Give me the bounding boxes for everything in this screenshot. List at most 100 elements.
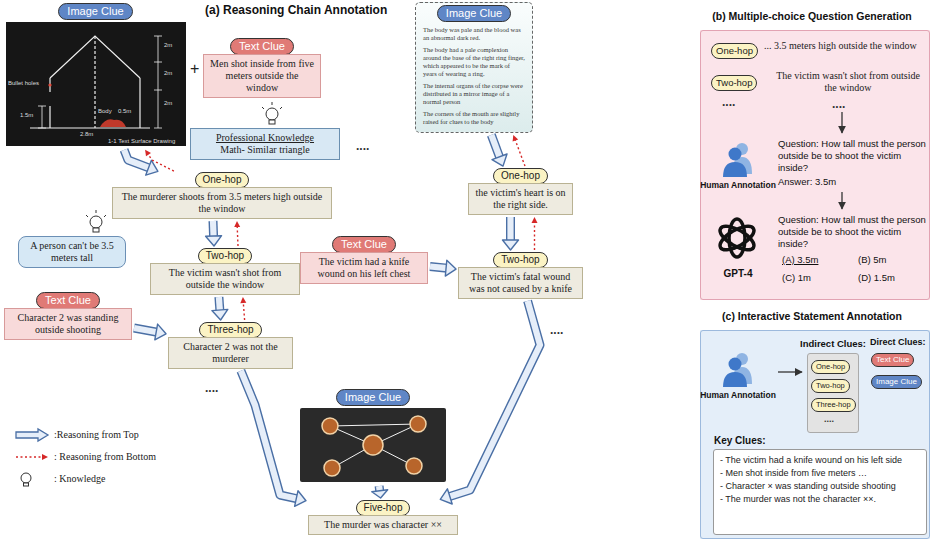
key-line: - The victim had a knife wound on his le… — [720, 454, 920, 467]
bottom-up-arrow — [145, 150, 174, 171]
legend-sample — [21, 473, 31, 483]
hop-body: Character 2 was not the murderer — [168, 337, 293, 369]
top-down-arrow — [210, 221, 217, 237]
bottom-up-arrow — [532, 217, 538, 223]
ellipsis: .... — [722, 96, 735, 108]
gpt-logo — [717, 222, 758, 255]
hop-body: The murderer shoots from 3.5 meters high… — [112, 187, 332, 219]
knowledge-title: Professional Knowledge — [216, 132, 314, 144]
blackboard-map — [322, 418, 338, 434]
knowledge-bubble: A person can't be 3.5 meters tall — [18, 236, 126, 268]
part-label: Bullet holes — [8, 80, 39, 87]
blackboard-map — [410, 416, 426, 432]
key-line: - The murder was not the character ××. — [720, 493, 920, 506]
text-clue-pill: Text Clue — [871, 353, 914, 367]
top-down-arrow — [134, 328, 157, 332]
legend: :Reasoning from Top: Reasoning from Bott… — [14, 424, 156, 490]
hop-body: The victim's fatal wound was not caused … — [458, 267, 583, 299]
hop-pill: Three-hop — [811, 398, 856, 412]
bulb-icon — [262, 102, 282, 124]
top-down-arrow — [503, 240, 519, 250]
bulb-icon — [90, 216, 102, 228]
bulb-icon — [93, 228, 99, 232]
question: Question: How tall must the person outsi… — [778, 214, 926, 250]
key-line: - Character × was standing outside shoot… — [720, 480, 920, 493]
paper-text: The body was pale and the blood was an a… — [416, 26, 532, 42]
legend-sample — [14, 427, 50, 443]
legend-text: : Knowledge — [54, 473, 105, 485]
answer: Answer: 3.5m — [778, 176, 836, 188]
bottom-up-arrow — [234, 221, 240, 246]
bottom-up-arrow — [513, 135, 525, 166]
top-down-arrow — [372, 490, 388, 498]
crime-scene-drawing — [100, 119, 126, 127]
top-down-arrow — [503, 217, 519, 250]
hop-pill: Two-hop — [493, 252, 547, 268]
pill-label: One-hop — [716, 45, 753, 57]
top-down-arrow — [241, 371, 306, 507]
option: (A) 3.5m — [782, 254, 818, 266]
top-down-arrow — [212, 297, 228, 320]
top-down-arrow — [491, 135, 500, 158]
text-clue-body: Character 2 was standing outside shootin… — [4, 308, 132, 340]
text-clue: Text ClueThe victim had a knife wound on… — [300, 236, 428, 284]
group-heading: Direct Clues: — [870, 336, 926, 348]
crime-scene-drawing — [6, 22, 186, 146]
legend-sample — [14, 471, 50, 487]
bottom-up-arrow — [236, 226, 238, 246]
dimension: 2.8m — [80, 131, 93, 138]
bottom-up-arrow — [515, 140, 525, 166]
pill-label: One-hop — [816, 362, 845, 372]
bulb-icon — [269, 120, 275, 124]
legend-row: :Reasoning from Top — [14, 424, 156, 446]
crime-scene-drawing — [6, 22, 186, 146]
top-down-arrow — [430, 267, 447, 269]
paper-text: The internal organs of the corpse were d… — [416, 82, 532, 106]
human-icon — [723, 162, 747, 177]
blackboard-map — [330, 424, 418, 468]
panel-fill — [700, 30, 930, 300]
statement: The victim wasn't shot from outside the … — [772, 70, 924, 94]
legend-sample — [42, 454, 48, 460]
bottom-up-arrow — [234, 221, 240, 227]
top-down-arrow — [206, 221, 222, 246]
top-down-arrow — [372, 486, 388, 498]
human-icon — [723, 143, 752, 177]
bottom-up-arrow — [513, 135, 519, 142]
clue-pill-text: Text Clue — [36, 292, 100, 309]
hop-pill: Two-hop — [198, 248, 252, 264]
top-down-arrow — [155, 324, 166, 340]
crime-scene-drawing — [48, 83, 51, 86]
top-down-arrow — [206, 236, 222, 246]
hop-body: The victim wasn't shot from outside the … — [150, 263, 300, 295]
clue-pill-image: Image Clue — [437, 5, 511, 22]
human-icon — [723, 372, 747, 387]
bottom-up-arrow — [243, 302, 244, 320]
paper-text: The corners of the mouth are slightly ra… — [416, 110, 532, 126]
dimension: 2m — [164, 42, 172, 49]
top-down-arrow — [440, 489, 452, 504]
human-icon — [729, 358, 742, 371]
text-clue-body: The victim had a knife wound on his left… — [300, 252, 428, 284]
dimension: 0.5m — [118, 108, 131, 115]
panel-fill — [700, 330, 930, 539]
bottom-up-arrow — [534, 222, 535, 250]
question: Question: How tall must the person outsi… — [778, 138, 926, 174]
statement: ... 3.5 meters high outside the window — [764, 40, 926, 52]
hop-pill: One-hop — [493, 168, 548, 184]
hop-pill: Two-hop — [711, 75, 757, 91]
clue-pill-image: Image Clue — [58, 3, 132, 20]
crime-scene-drawing — [139, 78, 140, 128]
bulb-icon — [86, 210, 106, 217]
ellipsis: .... — [356, 140, 369, 152]
image-clue: Image ClueThe body was pale and the bloo… — [415, 2, 533, 133]
top-down-arrow — [445, 260, 456, 276]
bubble-text: A person can't be 3.5 meters tall — [24, 240, 120, 264]
top-down-arrow — [134, 324, 166, 340]
top-down-arrow — [440, 301, 540, 504]
key-heading: Key Clues: — [714, 435, 766, 447]
clue-pill-image: Image Clue — [336, 389, 410, 406]
hop-node: Two-hopThe victim wasn't shot from outsi… — [150, 248, 300, 295]
figure-caption: 1-1 Text Surface Drawing — [108, 138, 175, 145]
legend-sample — [16, 429, 48, 441]
